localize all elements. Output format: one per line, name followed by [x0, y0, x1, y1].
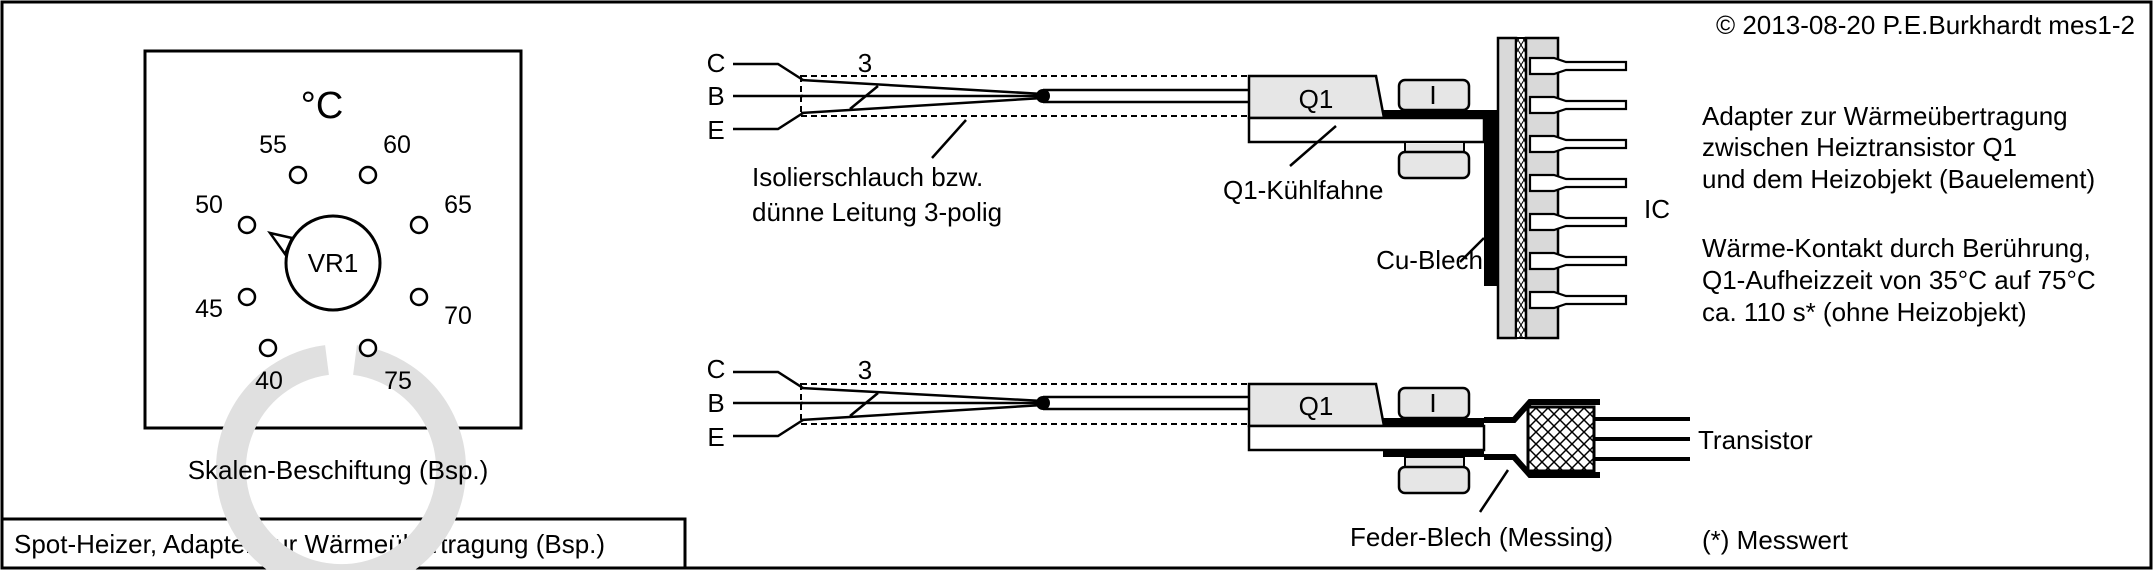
knob-label: VR1 [308, 248, 359, 278]
top-fan-in [733, 62, 804, 131]
bottom-pin-c: C [707, 354, 726, 384]
top-nut-lower [1397, 150, 1471, 180]
top-q1-label: Q1 [1299, 84, 1334, 114]
desc-line-1: Adapter zur Wärmeübertragung [1702, 101, 2068, 131]
ic-side [1496, 36, 1518, 340]
top-wire-bead [1036, 89, 1050, 103]
bottom-assembly: C B E 3 Q1 Transistor Feder-Blech (Messi… [707, 354, 1813, 552]
spring-callout: Feder-Blech (Messing) [1350, 522, 1613, 552]
scale-dot-45 [237, 287, 257, 307]
title-text: Spot-Heizer, Adapter zur Wärmeübertragun… [14, 529, 605, 559]
scale-label-50: 50 [195, 191, 223, 219]
bottom-q1-label: Q1 [1299, 391, 1334, 421]
top-count-slash [849, 85, 879, 110]
dial-knob [284, 214, 382, 312]
spring-leader [1478, 469, 1510, 513]
ic-label: IC [1644, 194, 1670, 224]
hose-callout-1: Isolierschlauch bzw. [752, 162, 983, 192]
description-block: Adapter zur Wärmeübertragung zwischen He… [1702, 101, 2096, 555]
top-q1-tab [1247, 116, 1486, 144]
top-pin-c: C [707, 48, 726, 78]
bottom-count-slash [849, 392, 879, 417]
bottom-pin-b: B [707, 388, 724, 418]
desc-line-3: und dem Heizobjekt (Bauelement) [1702, 164, 2095, 194]
desc-line-5: Q1-Aufheizzeit von 35°C auf 75°C [1702, 265, 2096, 295]
tab-callout: Q1-Kühlfahne [1223, 175, 1383, 205]
dial-ring [216, 345, 466, 570]
desc-line-6: ca. 110 s* (ohne Heizobjekt) [1702, 297, 2027, 327]
bottom-wire-count: 3 [858, 355, 872, 385]
desc-line-2: zwischen Heiztransistor Q1 [1702, 132, 2017, 162]
ic-pins [1528, 56, 1628, 310]
bottom-q1-tab [1247, 424, 1486, 452]
top-assembly: C B E 3 Q1 [707, 36, 1670, 340]
copper-leader [1459, 237, 1485, 263]
bottom-pin-e: E [707, 422, 724, 452]
top-wires [800, 78, 1044, 115]
target-transistor-leads [1594, 417, 1690, 461]
top-copper-sheet [1484, 110, 1498, 286]
dial-caption: Skalen-Beschiftung (Bsp.) [188, 455, 489, 485]
dial-panel: °C VR1 40 45 50 55 60 65 70 75 Skalen-Be… [143, 49, 523, 570]
bottom-wires [800, 386, 1044, 422]
transistor-callout: Transistor [1698, 425, 1813, 455]
hose-leader [931, 119, 967, 159]
spring-clip [1484, 399, 1600, 478]
scale-dot-65 [409, 215, 429, 235]
top-pin-e: E [707, 115, 724, 145]
footnote: (*) Messwert [1702, 525, 1849, 555]
scale-label-55: 55 [259, 131, 287, 159]
bottom-fan-in [733, 370, 804, 438]
top-pin-b: B [707, 81, 724, 111]
copper-callout: Cu-Blech [1376, 245, 1483, 275]
ic-hatch [1515, 37, 1527, 339]
scale-dot-55 [288, 165, 308, 185]
scale-label-75: 75 [384, 367, 412, 395]
scale-label-65: 65 [444, 191, 472, 219]
top-wire-count: 3 [858, 48, 872, 78]
bottom-wire-pair [1043, 395, 1249, 411]
scale-label-70: 70 [444, 302, 472, 330]
dial-unit: °C [301, 85, 344, 127]
scale-label-60: 60 [383, 131, 411, 159]
scale-label-40: 40 [255, 367, 283, 395]
scale-label-45: 45 [195, 295, 223, 323]
scale-dot-75 [358, 338, 378, 358]
tab-leader [1289, 125, 1337, 167]
top-wire-pair [1043, 88, 1249, 104]
desc-line-4: Wärme-Kontakt durch Berührung, [1702, 233, 2091, 263]
scale-dot-40 [258, 338, 278, 358]
hose-callout-2: dünne Leitung 3-polig [752, 197, 1002, 227]
scale-dot-60 [358, 165, 378, 185]
scale-dot-70 [409, 287, 429, 307]
bottom-wire-bead [1036, 396, 1050, 410]
target-transistor-body [1526, 405, 1596, 473]
copyright-text: © 2013-08-20 P.E.Burkhardt mes1-2 [1716, 10, 2135, 40]
scale-dot-50 [237, 215, 257, 235]
bottom-nut-lower [1397, 465, 1471, 495]
